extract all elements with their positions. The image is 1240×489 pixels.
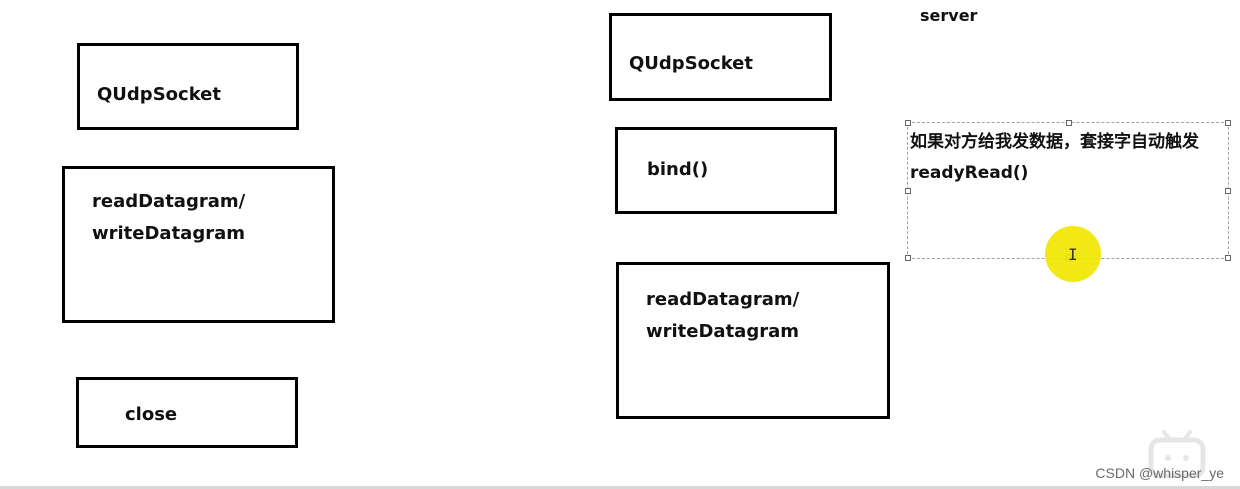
server-bind-label: bind() [647,159,709,180]
server-title: server [920,6,978,25]
resize-handle[interactable] [1225,120,1231,126]
note-text: 如果对方给我发数据，套接字自动触发 readyRead() [910,127,1199,189]
resize-handle[interactable] [905,255,911,261]
text-cursor-icon: I [1068,245,1078,264]
server-write-label: writeDatagram [646,321,799,342]
client-readwrite-box: readDatagram/ writeDatagram [62,166,335,323]
client-socket-label: QUdpSocket [97,84,221,105]
resize-handle[interactable] [905,188,911,194]
cursor-highlight [1045,226,1101,282]
tv-logo-icon [1148,430,1206,478]
client-write-label: writeDatagram [92,223,245,244]
watermark: CSDN @whisper_ye [1095,465,1224,481]
bottom-divider [0,486,1240,489]
resize-handle[interactable] [1225,188,1231,194]
client-close-label: close [125,404,178,425]
server-readwrite-box: readDatagram/ writeDatagram [616,262,890,419]
server-socket-label: QUdpSocket [629,53,753,74]
note-line-2: readyRead() [910,163,1029,183]
server-read-label: readDatagram/ [646,289,800,310]
client-read-label: readDatagram/ [92,191,246,212]
resize-handle[interactable] [905,120,911,126]
note-line-1: 如果对方给我发数据，套接字自动触发 [910,132,1199,152]
server-bind-box: bind() [615,127,837,214]
server-socket-box: QUdpSocket [609,13,832,101]
client-close-box: close [76,377,298,448]
client-socket-box: QUdpSocket [77,43,299,130]
resize-handle[interactable] [1066,120,1072,126]
resize-handle[interactable] [1225,255,1231,261]
